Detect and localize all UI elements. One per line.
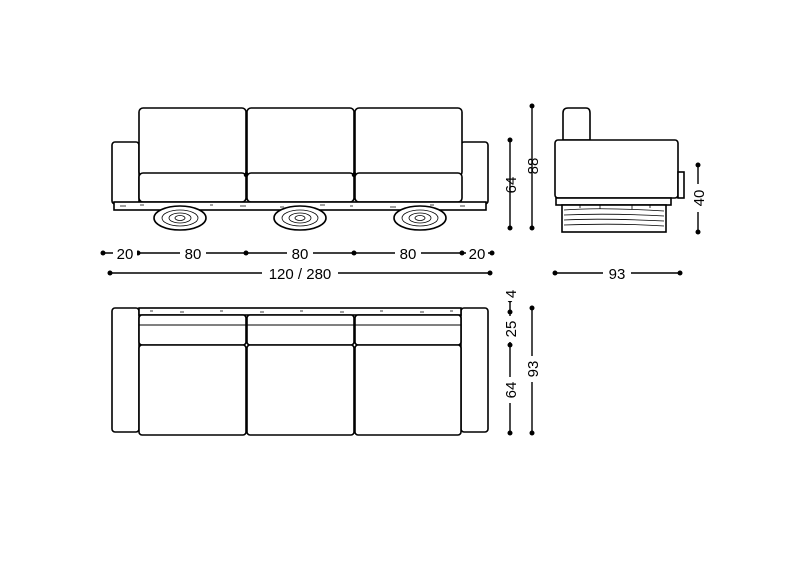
- top-back-cushion-1: [138, 314, 247, 346]
- arm-width-right-label: 20: [469, 246, 486, 263]
- side-plank: [555, 197, 672, 206]
- total-height-label: 88: [525, 158, 542, 175]
- top-seat-cushion-1: [138, 344, 247, 436]
- top-left-armrest: [111, 307, 140, 433]
- seat-cushion-1: [138, 172, 247, 203]
- back-cushion-depth-label: 25: [503, 321, 520, 338]
- button-2: [351, 172, 357, 178]
- left-armrest: [111, 141, 140, 205]
- top-view: [111, 307, 489, 436]
- back-cushion-2: [246, 107, 355, 177]
- seat-cushion-2: [246, 172, 355, 203]
- side-body: [554, 139, 679, 199]
- front-view: [111, 107, 489, 231]
- back-thickness-label: 4: [503, 290, 520, 298]
- seat-width-3-label: 80: [400, 246, 417, 263]
- base-height-label: 40: [691, 190, 708, 207]
- side-view: [554, 107, 685, 233]
- top-back-cushion-3: [354, 314, 462, 346]
- side-log-base: [561, 204, 667, 233]
- top-seat-cushion-3: [354, 344, 462, 436]
- overall-depth-label: 93: [525, 361, 542, 378]
- seat-height-label: 64: [503, 177, 520, 194]
- right-armrest: [460, 141, 489, 205]
- top-back-texture: [150, 310, 453, 313]
- log-foot-1: [153, 205, 207, 231]
- seat-depth-label: 64: [503, 382, 520, 399]
- side-arm-edge: [677, 171, 685, 199]
- seat-cushion-3: [354, 172, 463, 203]
- top-back-frame: [138, 307, 462, 316]
- side-backrest: [562, 107, 591, 141]
- seat-width-1-label: 80: [185, 246, 202, 263]
- arm-width-left-label: 20: [117, 246, 134, 263]
- log-foot-3: [393, 205, 447, 231]
- overall-width-label: 120 / 280: [269, 266, 332, 283]
- top-back-cushion-2: [246, 314, 355, 346]
- width-dims: 20 80 80 80 20 120 / 280: [100, 244, 495, 283]
- front-height-dims: 64 88: [503, 103, 542, 231]
- top-right-armrest: [460, 307, 489, 433]
- back-cushion-3: [354, 107, 463, 177]
- top-dims: 4 25 64 93: [503, 287, 542, 436]
- log-foot-2: [273, 205, 327, 231]
- side-depth-label: 93: [609, 266, 626, 283]
- side-dims: 40 93: [552, 162, 708, 283]
- seat-width-2-label: 80: [292, 246, 309, 263]
- back-cushion-1: [138, 107, 247, 177]
- button-1: [243, 172, 249, 178]
- side-log-grain: [563, 205, 665, 227]
- top-seat-cushion-2: [246, 344, 355, 436]
